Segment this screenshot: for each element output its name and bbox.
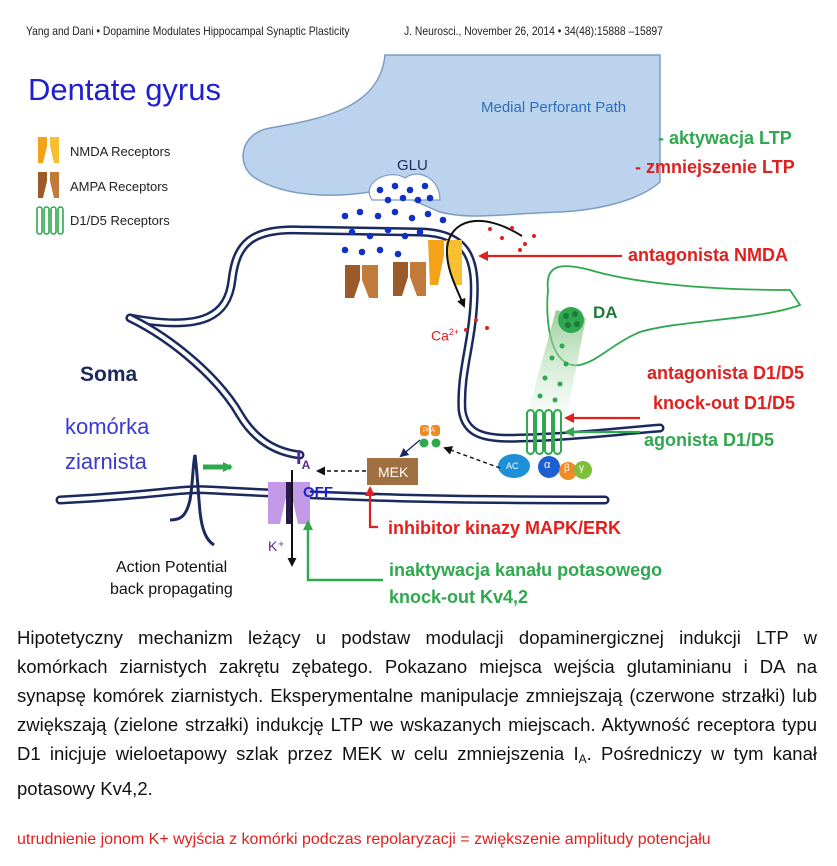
legend-d1d5-icon: [36, 206, 64, 235]
ap-label-line1: Action Potential: [116, 559, 228, 576]
synapse-diagram: [36, 54, 802, 582]
glu-label: GLU: [397, 157, 428, 174]
running-header: Yang and Dani • Dopamine Modulates Hippo…: [26, 24, 350, 38]
dopamine-molecules: [537, 343, 569, 403]
g-beta-subunit: [559, 462, 577, 480]
legend-d1d5-label: D1/D5 Receptors: [70, 213, 170, 228]
adenylyl-cyclase: [498, 454, 530, 478]
pka-to-mek-arrow: [399, 439, 421, 458]
glutamate-molecules: [341, 182, 447, 258]
caption-footnote: utrudnienie jonom K+ wyjścia z komórki p…: [17, 831, 711, 848]
ampa-receptor-1: [345, 265, 378, 298]
legend-ampa-icon: [38, 172, 59, 198]
dopamine-vesicle-content: [563, 311, 580, 328]
ac-label: AC: [506, 461, 519, 471]
d1-agonist-label: agonista D1/D5: [644, 430, 775, 450]
calcium-label: Ca2+: [431, 327, 460, 344]
d1-antagonist-label: antagonista D1/D5: [647, 363, 805, 383]
nmda-receptor: [428, 240, 462, 285]
soma-label: Soma: [80, 363, 138, 386]
dopaminergic-terminal: [546, 265, 802, 366]
key-ltp-increase: - aktywacja LTP: [658, 128, 792, 148]
journal-citation: J. Neurosci., November 26, 2014 • 34(48)…: [404, 24, 663, 38]
pka-label: PKA: [423, 428, 436, 434]
caption-text: Hipotetyczny mechanizm leżący u podstaw …: [17, 627, 817, 764]
dopamine-vesicle: [558, 307, 584, 333]
legend-nmda-label: NMDA Receptors: [70, 144, 171, 159]
key-ltp-decrease: - zmniejszenie LTP: [635, 157, 795, 177]
potassium-channel: [268, 482, 310, 524]
calcium-influx-arrow: [445, 220, 523, 308]
legend-nmda-icon: [38, 137, 59, 163]
mapk-inhibitor-arrow: [365, 486, 378, 529]
ia-current-label: IA: [296, 447, 311, 472]
calcium-ions: [464, 226, 536, 332]
ampa-receptor-2: [393, 262, 426, 296]
nmda-antagonist-label: antagonista NMDA: [628, 245, 789, 265]
ac-to-pka-arrow: [443, 446, 501, 469]
figure-caption: Hipotetyczny mechanizm leżący u podstaw …: [17, 623, 817, 803]
medial-perforant-path-label: Medial Perforant Path: [481, 99, 627, 116]
k-inactivation-arrow: [303, 520, 383, 582]
off-label: OFF: [303, 484, 333, 501]
da-label: DA: [593, 303, 618, 322]
g-alpha-label: α: [544, 459, 551, 471]
k-inactivation-label: inaktywacja kanału potasowego: [389, 560, 663, 580]
g-beta-label: β: [564, 463, 570, 474]
action-potential-trace: [169, 454, 215, 547]
potassium-label: K⁺: [268, 538, 285, 554]
d1-d5-receptor: [526, 409, 562, 455]
g-gamma-label: γ: [579, 463, 584, 474]
caption-subscript: A: [578, 752, 587, 766]
vesicle-pool: [368, 173, 441, 201]
pka-complex: [419, 425, 441, 448]
mapk-inhibitor-label: inhibitor kinazy MAPK/ERK: [388, 518, 622, 538]
g-gamma-subunit: [574, 461, 592, 479]
mek-label: MEK: [378, 464, 409, 480]
kv42-knockout-label: knock-out Kv4,2: [389, 587, 529, 607]
cell-label-line2: ziarnista: [65, 449, 147, 474]
dopamine-release-cone: [528, 310, 586, 418]
caption-text-end: . Pośredniczy w tym kanał potasowy Kv4,2…: [17, 743, 817, 799]
postsynaptic-membrane: [55, 225, 665, 505]
legend-ampa-label: AMPA Receptors: [70, 179, 169, 194]
presynaptic-terminal: [242, 54, 661, 217]
figure-title: Dentate gyrus: [28, 72, 221, 107]
cell-label-line1: komórka: [65, 414, 150, 439]
g-alpha-subunit: [538, 456, 560, 478]
d1-knockout-label: knock-out D1/D5: [653, 393, 796, 413]
ap-label-line2: back propagating: [110, 581, 233, 598]
mek-box: [367, 458, 418, 485]
